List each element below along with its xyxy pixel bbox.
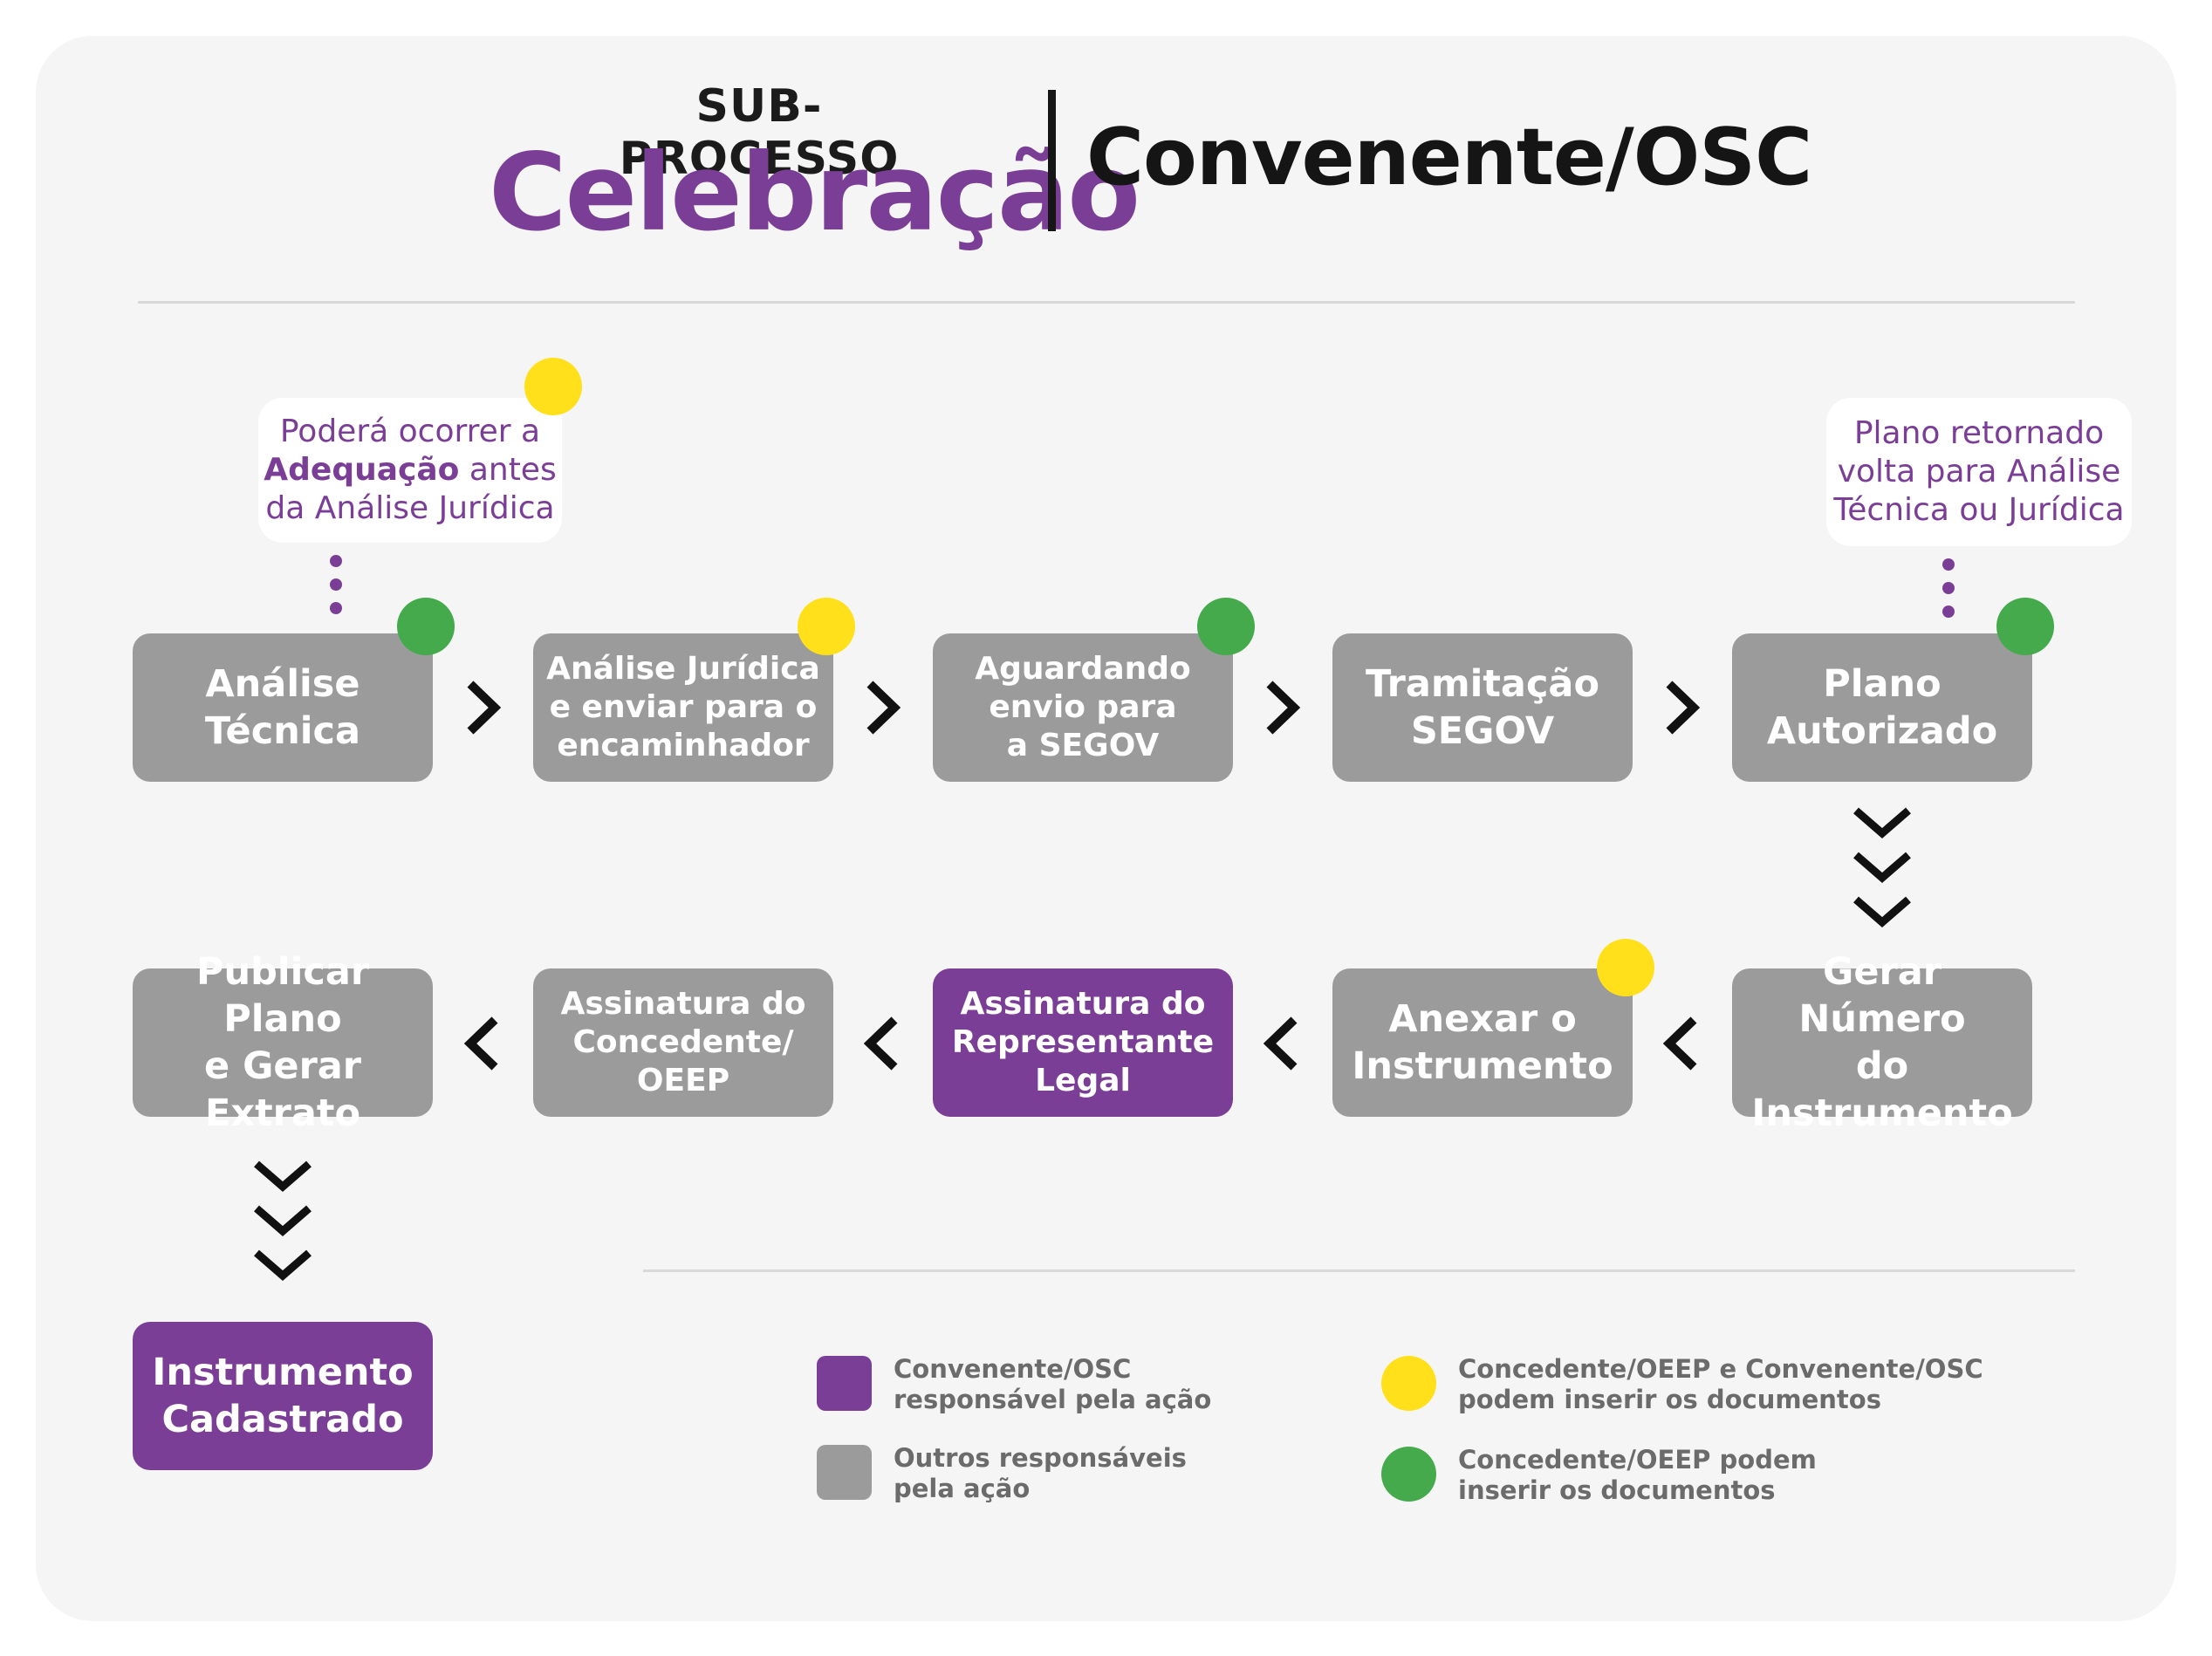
step-publicar-plano-label: Publicar Plano e Gerar Extrato <box>195 950 370 1135</box>
subprocess-label: SUB-PROCESSO <box>619 80 900 185</box>
legend-green-dot <box>1381 1447 1436 1502</box>
step-instrumento-cadastrado-label: Instrumento Cadastrado <box>152 1351 414 1441</box>
note-adequacao-connector <box>330 555 342 614</box>
legend-yellow-dot <box>1381 1356 1436 1411</box>
legend-gray-text: Outros responsáveis pela ação <box>894 1443 1187 1503</box>
actor-title: Convenente/OSC <box>1086 112 1812 203</box>
step-analise-juridica-label: Análise Jurídica e enviar para o encamin… <box>546 651 820 763</box>
note-adequacao-yellow-dot <box>524 358 582 415</box>
step-anexar-instrumento[interactable]: Anexar o Instrumento <box>1332 968 1633 1117</box>
step-aguardando-envio-label: Aguardando envio para a SEGOV <box>975 651 1191 763</box>
note-plano-retornado-connector <box>1942 558 1955 618</box>
subprocess-title: Celebração <box>489 131 1140 255</box>
step-analise-juridica[interactable]: Análise Jurídica e enviar para o encamin… <box>533 633 833 782</box>
step-analise-tecnica-label: Análise Técnica <box>204 662 361 753</box>
legend-green-text: Concedente/OEEP podem inserir os documen… <box>1458 1445 1817 1505</box>
chevron-left-icon <box>463 1016 498 1071</box>
chevron-left-icon <box>863 1016 898 1071</box>
step-aguardando-envio-green-dot <box>1197 598 1255 655</box>
chevron-down-triple-icon <box>254 1160 312 1281</box>
chevron-down-triple-icon <box>1853 807 1911 927</box>
step-assinatura-concedente[interactable]: Assinatura do Concedente/ OEEP <box>533 968 833 1117</box>
title-divider <box>1048 90 1056 231</box>
step-plano-autorizado-green-dot <box>1996 598 2054 655</box>
step-tramitacao-segov[interactable]: Tramitação SEGOV <box>1332 633 1633 782</box>
step-gerar-numero[interactable]: Gerar Número do Instrumento <box>1732 950 2032 1135</box>
step-plano-autorizado-label: Plano Autorizado <box>1766 662 1998 753</box>
step-analise-tecnica-green-dot <box>397 598 455 655</box>
step-anexar-instrumento-label: Anexar o Instrumento <box>1352 997 1613 1088</box>
chevron-left-icon <box>1263 1016 1298 1071</box>
step-assinatura-representante-label: Assinatura do Representante Legal <box>951 986 1215 1098</box>
legend-separator <box>643 1269 2075 1272</box>
chevron-left-icon <box>1662 1016 1697 1071</box>
chevron-right-icon <box>1266 681 1301 735</box>
step-assinatura-representante[interactable]: Assinatura do Representante Legal <box>933 968 1233 1117</box>
step-gerar-numero-label: Gerar Número do Instrumento <box>1751 950 2013 1135</box>
legend-yellow-text: Concedente/OEEP e Convenente/OSC podem i… <box>1458 1354 1983 1414</box>
note-adequacao: Poderá ocorrer a Adequação antes da Anál… <box>258 398 562 543</box>
note-adequacao-bold: Adequação <box>264 452 460 488</box>
step-analise-juridica-yellow-dot <box>798 598 855 655</box>
legend-purple-text: Convenente/OSC responsável pela ação <box>894 1354 1212 1414</box>
note-adequacao-line1: Poderá ocorrer a <box>279 414 541 449</box>
chevron-right-icon <box>1666 681 1701 735</box>
step-tramitacao-segov-label: Tramitação SEGOV <box>1366 662 1599 753</box>
step-anexar-instrumento-yellow-dot <box>1597 939 1654 996</box>
legend-gray-swatch <box>817 1445 872 1500</box>
step-analise-tecnica[interactable]: Análise Técnica <box>133 633 433 782</box>
note-adequacao-line3: da Análise Jurídica <box>265 490 555 526</box>
step-instrumento-cadastrado[interactable]: Instrumento Cadastrado <box>133 1322 433 1470</box>
chevron-right-icon <box>866 681 901 735</box>
note-plano-retornado: Plano retornado volta para Análise Técni… <box>1826 398 2132 546</box>
chevron-right-icon <box>467 681 502 735</box>
step-assinatura-concedente-label: Assinatura do Concedente/ OEEP <box>560 986 806 1098</box>
note-adequacao-after-bold: antes <box>459 452 557 488</box>
header-separator <box>138 301 2075 304</box>
step-aguardando-envio[interactable]: Aguardando envio para a SEGOV <box>933 633 1233 782</box>
legend-purple-swatch <box>817 1356 872 1411</box>
step-plano-autorizado[interactable]: Plano Autorizado <box>1732 633 2032 782</box>
step-publicar-plano[interactable]: Publicar Plano e Gerar Extrato <box>133 950 433 1135</box>
